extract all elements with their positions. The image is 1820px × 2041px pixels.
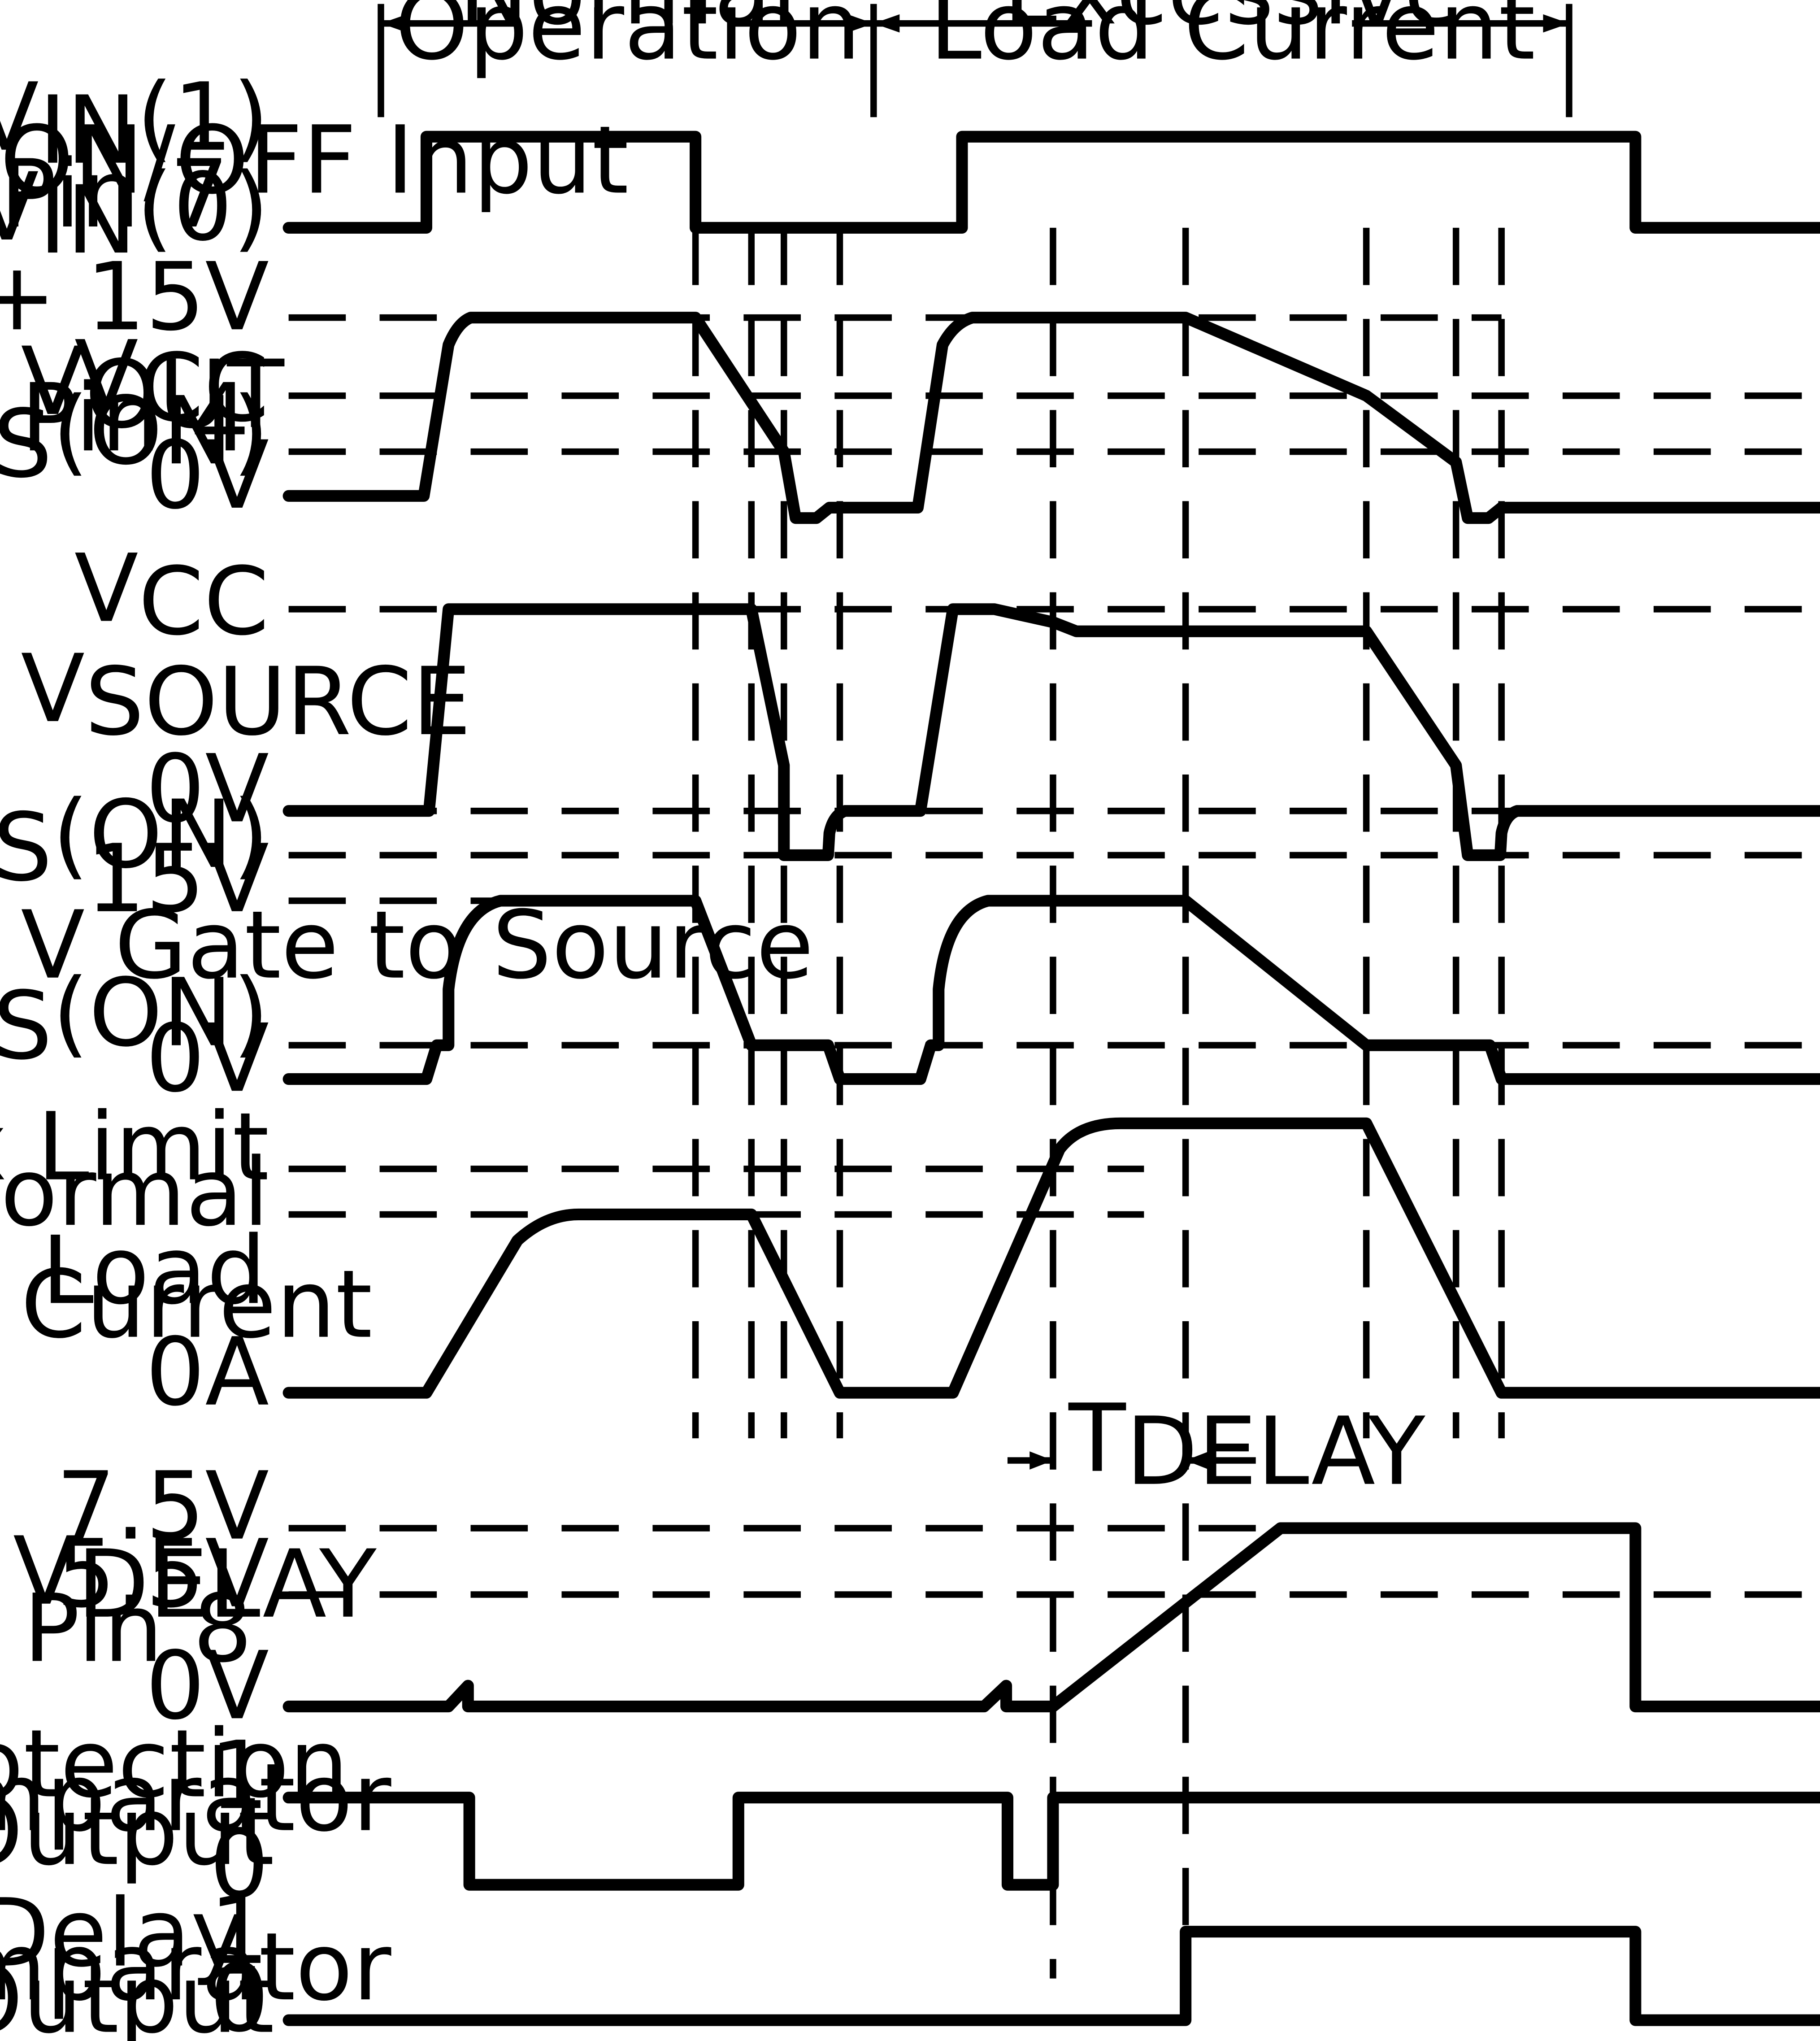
time-markers	[692, 227, 1505, 2041]
load-current-trace: Load Current Max Limit Normal 0A	[0, 1092, 1820, 1427]
vsource-level-neg-vgson: -VGS(ON)	[0, 780, 269, 902]
vsource-trace: VSOURCE VCC 0V -VGS(ON)	[0, 534, 1820, 902]
vsource-waveform	[282, 603, 1820, 861]
vdelay-waveform	[282, 1522, 1820, 1713]
protection-name-line3: Output	[0, 1777, 274, 1886]
load-level-max-limit: Max Limit	[0, 1092, 269, 1201]
vout-level-vcc: VCC	[74, 321, 269, 443]
excessive-load-label-line1: Excessive	[1003, 0, 1461, 46]
onoff-input-trace: ON/OFF Input Pin 7 VIN(1) VIN(0)	[0, 63, 1820, 275]
vgate-trace: V Gate to Source 15V VGS(ON) 0V	[0, 825, 1820, 1113]
vgate-level-vgson: VGS(ON)	[0, 959, 269, 1081]
onoff-waveform	[282, 131, 1820, 234]
phase-header: Normal Operation Excessive Load Current	[378, 0, 1572, 117]
vdelay-trace: VDELAY Pin 8 7.5V 5.5V 0V	[13, 1452, 1820, 1741]
vout-trace: VOUT Pin 4 VCC + 15V VCC VGS(ON) 0V	[0, 243, 1820, 530]
vout-name-line2: Pin 4	[21, 364, 250, 473]
vgate-level-15v: 15V	[86, 825, 269, 934]
protection-level-1: 1	[209, 1721, 269, 1830]
onoff-name-line2: Pin 7	[0, 140, 229, 249]
delaycomp-name-line2: Comparator	[0, 1913, 391, 2022]
onoff-name-line1: ON/OFF Input	[0, 106, 629, 215]
load-level-0a: 0A	[146, 1318, 269, 1427]
delaycomp-name-line3: Output	[0, 1945, 274, 2041]
vout-waveform	[282, 312, 1820, 524]
normal-operation-label-line1: Normal	[459, 0, 797, 46]
vdelay-name-line2: Pin 8	[23, 1574, 252, 1683]
load-current-waveform	[282, 1117, 1820, 1399]
vin-high-label: VIN(1)	[0, 63, 269, 185]
protection-comparator-trace: Protection Comparator Output 1 0	[0, 1710, 1820, 1919]
protection-level-0: 0	[209, 1810, 269, 1919]
vout-level-vcc15: VCC + 15V	[0, 243, 269, 365]
delaycomp-level-1: 1	[209, 1876, 269, 1985]
normal-operation-label-line2: Operation	[395, 0, 861, 81]
vgate-waveform	[282, 895, 1820, 1085]
vdelay-level-7-5v: 7.5V	[56, 1452, 269, 1561]
vdelay-name: VDELAY	[13, 1517, 377, 1639]
vgate-name: V Gate to Source	[21, 891, 813, 1000]
vout-name: VOUT	[21, 327, 285, 449]
delaycomp-name-line1: Delay	[0, 1879, 246, 1988]
vdelay-level-0v: 0V	[146, 1632, 269, 1741]
excessive-load-label-line2: Load Current	[930, 0, 1535, 81]
vsource-level-0v: 0V	[146, 735, 269, 844]
vdelay-level-5-5v: 5.5V	[56, 1519, 269, 1628]
vgate-level-0v: 0V	[146, 1004, 269, 1113]
tdelay-marker: TDELAY	[1007, 1384, 1425, 1506]
vsource-name: VSOURCE	[21, 635, 471, 757]
delay-comparator-trace: Delay Comparator Output 1 0	[0, 1876, 1820, 2041]
load-name-line1: Load	[42, 1216, 266, 1325]
load-name-line2: Current	[21, 1250, 372, 1359]
tdelay-label: TDELAY	[1068, 1384, 1425, 1506]
protection-comparator-waveform	[282, 1792, 1820, 1891]
delaycomp-level-0: 0	[209, 1944, 269, 2041]
vout-level-0v: 0V	[146, 421, 269, 530]
delay-comparator-waveform	[282, 1926, 1820, 2026]
vin-low-label: VIN(0)	[0, 153, 269, 275]
vsource-level-vcc: VCC	[74, 534, 269, 656]
vout-level-vgson: VGS(ON)	[0, 377, 269, 499]
load-level-normal: Normal	[0, 1138, 269, 1247]
